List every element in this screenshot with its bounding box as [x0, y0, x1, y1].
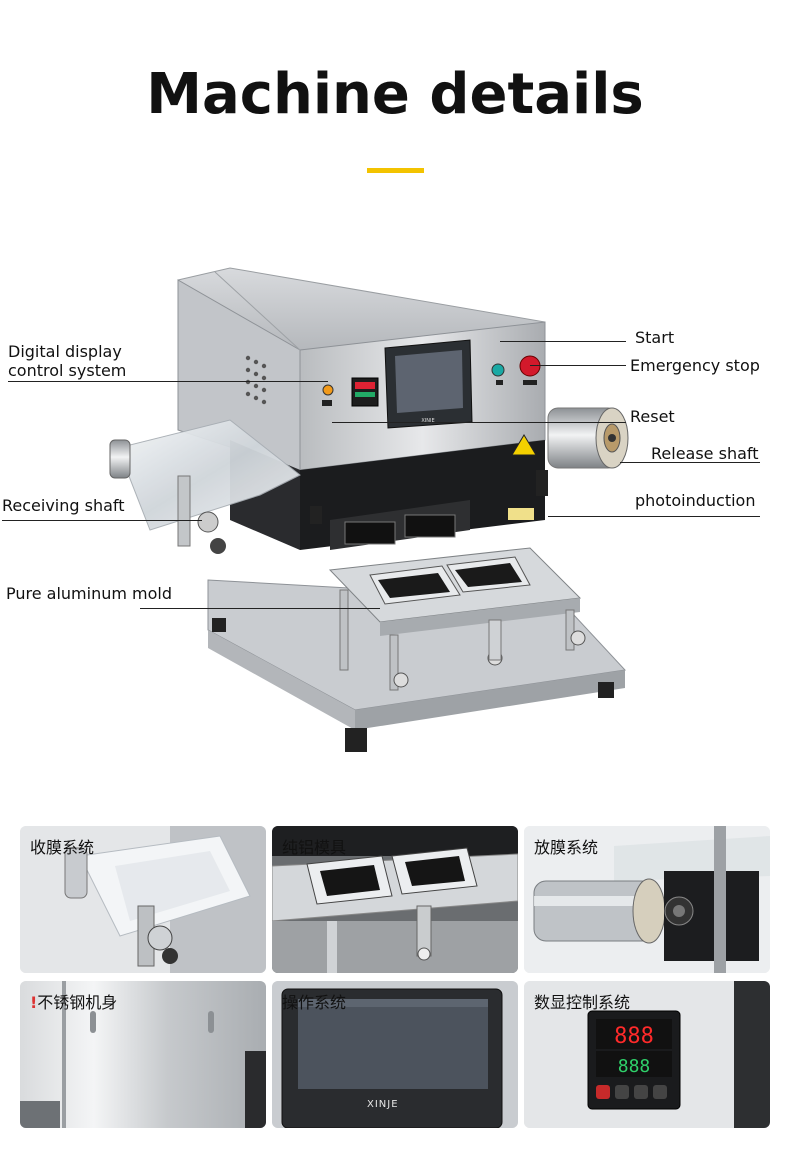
thumbnail-stainless-body: !不锈钢机身: [20, 981, 266, 1128]
callout-line-pure-aluminum-mold: [140, 608, 380, 609]
thumbnail-label: !不锈钢机身: [30, 989, 117, 1013]
stainless-body-image: [20, 981, 266, 1128]
thumbnail-operating-system: 操作系统 XINJE: [272, 981, 518, 1128]
callout-line-photoinduction: [548, 516, 760, 517]
thumbnail-release-film: 放膜系统: [524, 826, 770, 973]
thumbnail-label: 纯铝模具: [282, 838, 347, 857]
callout-line-start: [500, 341, 626, 342]
callout-line-release-shaft: [620, 462, 760, 463]
callout-receiving-shaft: Receiving shaft: [2, 496, 125, 515]
callout-line-receiving-shaft: [2, 520, 202, 521]
callout-line-emergency-stop: [530, 365, 626, 366]
touch-screen-image: [272, 981, 518, 1128]
display-readout-bottom: 888: [618, 1056, 651, 1077]
digital-display-image: 888 888: [524, 981, 770, 1128]
thumbnail-digital-display: 888 888 数显控制系统: [524, 981, 770, 1128]
receiving-film-image: [20, 826, 266, 973]
release-film-image: [524, 826, 770, 973]
title-accent-bar: [367, 168, 424, 173]
display-readout-top: 888: [614, 1024, 654, 1049]
callout-digital-display: Digital display control system: [8, 342, 126, 380]
thumbnail-label: 操作系统: [282, 993, 347, 1012]
thumbnail-label: 放膜系统: [534, 838, 599, 857]
callout-reset: Reset: [630, 407, 675, 426]
machine-illustration: XINJE: [109, 267, 629, 752]
detail-thumbnail-grid: 收膜系统 纯铝模具 放膜: [20, 826, 770, 1130]
callout-pure-aluminum-mold: Pure aluminum mold: [6, 584, 173, 603]
thumbnail-label: 收膜系统: [30, 838, 95, 857]
thumbnail-label-text: 不锈钢机身: [37, 993, 118, 1012]
thumbnail-aluminum-mold: 纯铝模具: [272, 826, 518, 973]
callout-emergency-stop: Emergency stop: [630, 356, 760, 375]
callout-start: Start: [635, 328, 675, 347]
callout-photoinduction: photoinduction: [635, 491, 756, 510]
warning-mark-icon: !: [30, 993, 38, 1012]
thumbnail-receiving-film: 收膜系统: [20, 826, 266, 973]
callout-release-shaft: Release shaft: [651, 444, 759, 463]
callout-line-reset: [332, 422, 626, 423]
callout-digital-display-line2: control system: [8, 361, 127, 380]
machine-photo: XINJE: [0, 230, 790, 770]
aluminum-mold-image: [272, 826, 518, 973]
svg-text:XINJE: XINJE: [421, 418, 434, 424]
callout-line-digital-display: [8, 381, 328, 382]
screen-brand: XINJE: [367, 1099, 399, 1110]
page-title: Machine details: [146, 62, 644, 127]
thumbnail-label: 数显控制系统: [534, 993, 631, 1012]
callout-digital-display-line1: Digital display: [8, 342, 122, 361]
